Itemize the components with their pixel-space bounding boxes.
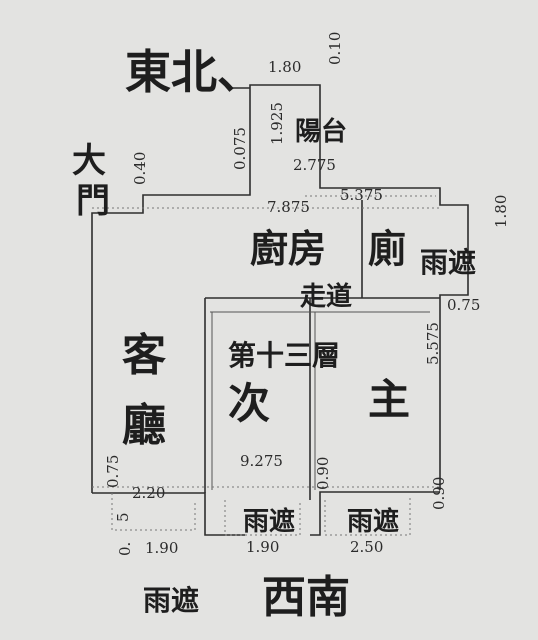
dim-190-b: 1.90	[246, 538, 279, 556]
canopy-bottom-right	[324, 495, 411, 536]
label-second-bedroom: 次	[228, 379, 270, 428]
dim-250: 2.50	[350, 538, 383, 556]
dim-190-a: 1.90	[145, 539, 178, 557]
dim-0075: 0.075	[231, 127, 249, 170]
dim-1925: 1.925	[268, 102, 286, 145]
label-canopy-bottom: 雨遮	[143, 584, 199, 617]
label-living-1: 客	[122, 330, 166, 381]
label-entrance-1: 大	[72, 141, 106, 181]
dim-7875: 7.875	[267, 198, 310, 216]
dim-075-left: 0.75	[104, 455, 122, 488]
dim-090-b: 0.90	[430, 477, 448, 510]
label-toilet: 廁	[368, 226, 406, 271]
label-canopy-mid2: 雨遮	[347, 506, 399, 537]
dim-5375: 5.375	[340, 186, 383, 204]
label-living-2: 廳	[122, 400, 166, 451]
dim-right-180: 1.80	[492, 195, 510, 228]
dim-220: 2.20	[132, 484, 165, 502]
dim-top-180: 1.80	[268, 58, 301, 76]
label-east-north: 東北、	[125, 45, 263, 99]
dim-2775: 2.775	[293, 156, 336, 174]
dim-top-010: 0.10	[326, 32, 344, 65]
label-aisle: 走道	[300, 281, 352, 312]
label-kitchen: 廚房	[250, 226, 326, 271]
bottom-wall-mid	[310, 491, 440, 536]
label-canopy-right: 雨遮	[420, 246, 476, 279]
dim-0-a: 0.	[116, 542, 134, 556]
outer-wall	[91, 84, 469, 493]
dim-075-right: 0.75	[447, 296, 480, 314]
dim-090-a: 0.90	[314, 457, 332, 490]
canopy-bottom-left	[111, 493, 196, 531]
dim-5575: 5.575	[424, 322, 442, 365]
label-canopy-mid1: 雨遮	[243, 506, 295, 537]
dim-5: 5	[114, 512, 132, 522]
dim-0040: 0.40	[131, 152, 149, 185]
dim-9275: 9.275	[240, 452, 283, 470]
label-balcony: 陽台	[295, 116, 347, 147]
label-master-bedroom: 主	[368, 375, 410, 424]
label-southwest: 西南	[262, 572, 350, 623]
label-floor: 第十三層	[228, 339, 340, 372]
label-entrance-2: 門	[76, 181, 110, 221]
